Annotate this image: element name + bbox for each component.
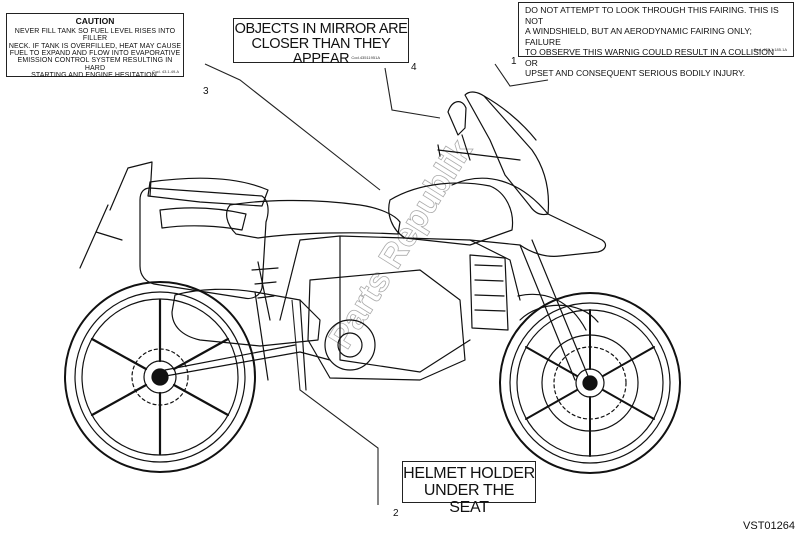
fairing-line: DO NOT ATTEMPT TO LOOK THROUGH THIS FAIR… <box>525 5 779 26</box>
callout-number-1: 1 <box>511 56 517 67</box>
engine-cover <box>324 319 376 371</box>
mirror-line: CLOSER THAN THEY APPEAR <box>251 36 391 67</box>
helmet-line: UNDER THE SEAT <box>423 482 515 516</box>
motorcycle <box>64 91 681 474</box>
leader-line-3 <box>204 63 381 191</box>
fairing-line: A WINDSHIELD, BUT AN AERODYNAMIC FAIRING… <box>525 26 752 47</box>
front-fork <box>517 239 589 381</box>
caution-code: Cod. 43.1.49.A <box>152 69 179 74</box>
helmet-line: HELMET HOLDER <box>403 465 535 482</box>
callout-number-3: 3 <box>203 86 209 97</box>
front-wheel <box>499 292 681 474</box>
engine <box>307 269 466 381</box>
fairing-line: UPSET AND CONSEQUENT SERIOUS BODILY INJU… <box>525 68 746 78</box>
svg-text:Parts Republik: Parts Republik <box>321 133 479 355</box>
frame <box>279 235 521 373</box>
leader-line-1 <box>494 63 549 87</box>
rear-wheel <box>64 281 256 473</box>
exhaust <box>171 288 321 347</box>
front-fender <box>519 304 599 323</box>
watermark: Parts Republik <box>321 133 480 356</box>
caution-line: EMISSION CONTROL SYSTEM RESULTING IN HAR… <box>17 57 173 72</box>
rear-rack <box>109 161 153 211</box>
mirror <box>447 101 467 136</box>
rear-brake-disc <box>131 348 189 406</box>
fairing-line: TO OBSERVE THIS WARNIG COULD RESULT IN A… <box>525 47 775 68</box>
radiator <box>469 254 509 331</box>
callout-number-4: 4 <box>411 62 417 73</box>
caution-line: NEVER FILL TANK SO FUEL LEVEL RISES INTO… <box>14 27 176 43</box>
fairing-label: DO NOT ATTEMPT TO LOOK THROUGH THIS FAIR… <box>518 2 794 78</box>
saddlebag <box>139 187 269 300</box>
drawing-code: VST01264 <box>743 520 795 532</box>
caution-line: NECK. IF TANK IS OVERFILLED, HEAT MAY CA… <box>8 42 182 50</box>
licence-plate-holder <box>79 204 123 269</box>
front-body <box>451 177 607 257</box>
leader-line-2 <box>291 299 379 505</box>
callout-number-2: 2 <box>393 508 399 519</box>
leader-line-4 <box>384 67 441 119</box>
fairing-code: Cod. 433.1.185.1A <box>753 47 787 52</box>
leader-lines <box>204 63 549 505</box>
fairing <box>464 91 550 216</box>
caution-line: STARTING AND ENGINE HESITATION. <box>31 71 159 79</box>
caution-heading: CAUTION <box>75 16 115 26</box>
rear-shock <box>251 261 279 321</box>
helmet-label: HELMET HOLDER UNDER THE SEAT <box>402 461 536 516</box>
tail <box>147 177 269 207</box>
mirror-code: Cod.43511951A <box>351 55 380 60</box>
fuel-tank <box>388 182 514 246</box>
mirror-label: OBJECTS IN MIRROR ARE CLOSER THAN THEY A… <box>233 18 409 67</box>
swingarm <box>159 344 331 378</box>
seat <box>226 199 401 239</box>
caution-line: FUEL TO EXPAND AND FLOW INTO EVAPORATIVE <box>9 49 181 57</box>
mirror-line: OBJECTS IN MIRROR ARE <box>234 21 408 37</box>
handlebar <box>437 144 521 161</box>
front-brake-disc <box>553 346 627 420</box>
caution-label: CAUTION NEVER FILL TANK SO FUEL LEVEL RI… <box>6 13 184 79</box>
